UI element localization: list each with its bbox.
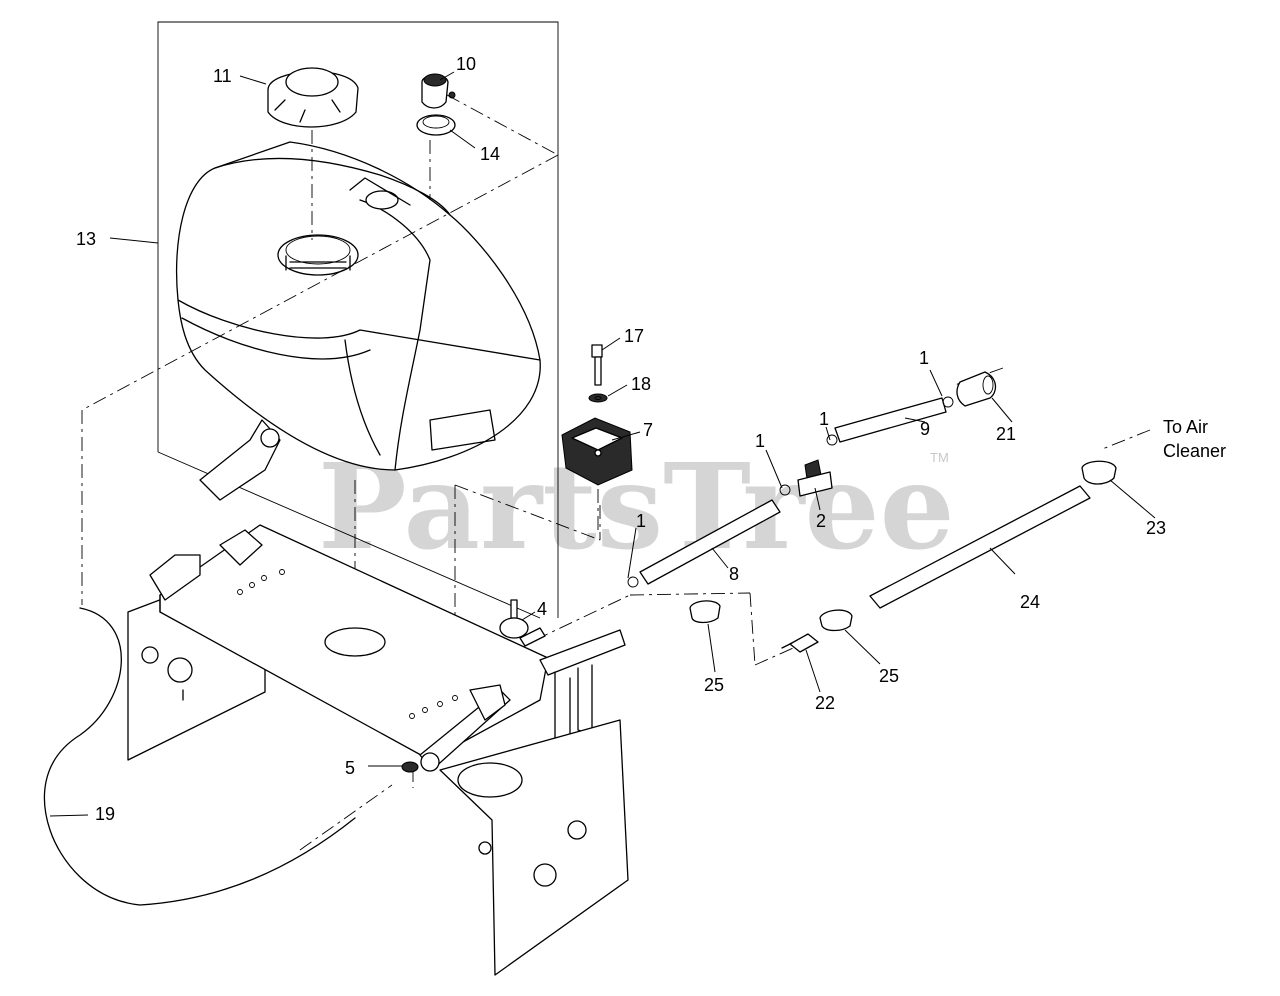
fuel-tank: [175, 141, 541, 471]
callout-2: 2: [816, 511, 826, 531]
callout-11: 11: [213, 66, 232, 86]
callout-4: 4: [537, 599, 547, 619]
leader-lines: [49, 71, 1156, 817]
bolt-washer-bracket: [561, 344, 633, 486]
vent-and-grommet: [416, 73, 456, 136]
frame-holes: [237, 569, 458, 719]
callout-24: 24: [1020, 592, 1040, 612]
note-line-2: Cleaner: [1163, 441, 1226, 461]
callout-19: 19: [95, 804, 115, 824]
callout-22: 22: [815, 693, 835, 713]
callouts: 13 11 10 14 17 18 7 4 5 19 1 8 1 1 2 9 1…: [76, 54, 1166, 824]
watermark-trademark: TM: [930, 450, 949, 465]
callout-25-a: 25: [704, 675, 724, 695]
callout-10: 10: [456, 54, 476, 74]
vent-hose: [43, 607, 356, 906]
callout-18: 18: [631, 374, 651, 394]
callout-23: 23: [1146, 518, 1166, 538]
air-cleaner-note: To Air Cleaner: [1163, 417, 1226, 461]
mounting-frame: [127, 419, 629, 976]
callout-7: 7: [643, 420, 653, 440]
callout-8: 8: [729, 564, 739, 584]
callout-14: 14: [480, 144, 500, 164]
callout-1-d: 1: [919, 348, 929, 368]
callout-1-b: 1: [755, 431, 765, 451]
shutoff-and-nut: [401, 599, 546, 773]
callout-5: 5: [345, 758, 355, 778]
callout-21: 21: [996, 424, 1016, 444]
callout-1-c: 1: [819, 409, 829, 429]
fuel-cap: [267, 67, 359, 128]
callout-13: 13: [76, 229, 96, 249]
callout-17: 17: [624, 326, 644, 346]
note-line-1: To Air: [1163, 417, 1208, 437]
fuel-line-assembly: [627, 371, 1117, 653]
callout-9: 9: [920, 419, 930, 439]
callout-1-a: 1: [636, 511, 646, 531]
callout-25-b: 25: [879, 666, 899, 686]
